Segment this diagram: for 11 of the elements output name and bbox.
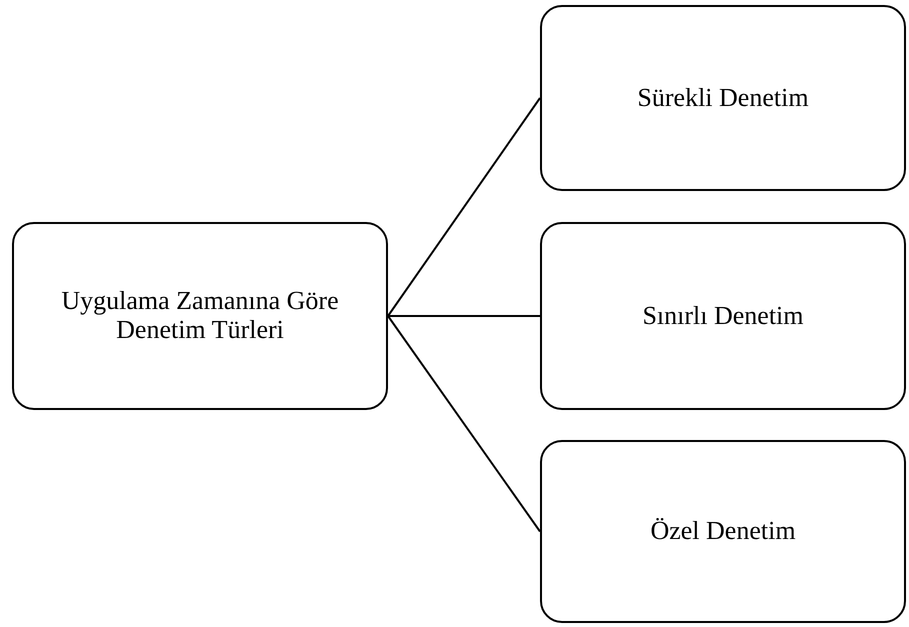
rounded-box xyxy=(540,440,906,623)
rounded-box xyxy=(12,222,388,410)
rounded-box xyxy=(540,222,906,410)
connector-line xyxy=(387,97,541,317)
connector-line xyxy=(387,315,541,532)
box-label: Sınırlı Denetim xyxy=(642,302,804,330)
rounded-box xyxy=(540,5,906,191)
box-label: Uygulama Zamanına Göre Denetim Türleri xyxy=(60,287,340,345)
box-label: Özel Denetim xyxy=(650,517,796,546)
box-label: Sürekli Denetim xyxy=(637,84,809,112)
connector-line xyxy=(388,315,540,317)
